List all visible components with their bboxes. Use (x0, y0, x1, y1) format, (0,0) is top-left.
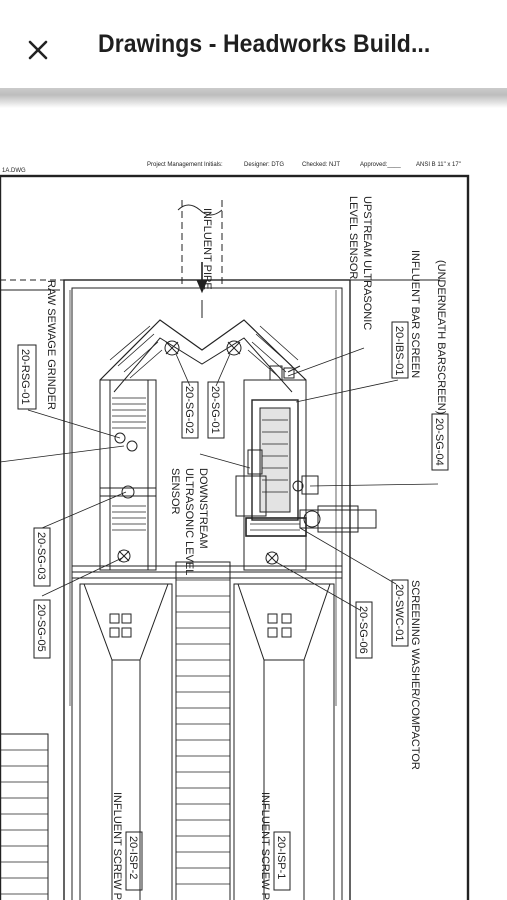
title-block-checked: Checked: NJT (302, 162, 340, 168)
title-block-pm: Project Management Initials: (147, 162, 223, 168)
left-channel (99, 379, 157, 571)
tag-isp-2: 20-ISP-2 (127, 836, 139, 879)
label-upstream-sensor-2: LEVEL SENSOR (347, 196, 359, 279)
tag-sg-06: 20-SG-06 (357, 606, 369, 654)
tag-sg-05: 20-SG-05 (35, 604, 47, 652)
label-influent-bar-screen: INFLUENT BAR SCREEN (409, 250, 421, 378)
close-button[interactable] (22, 34, 54, 66)
close-icon (28, 40, 48, 60)
label-downstream-sensor-2: ULTRASONIC LEVEL (183, 468, 195, 575)
label-downstream-sensor-3: SENSOR (169, 468, 181, 515)
label-upstream-sensor-1: UPSTREAM ULTRASONIC (361, 196, 373, 330)
page-title: Drawings - Headworks Build... (98, 30, 431, 58)
header-shadow (0, 86, 507, 108)
title-block-paper: ANSI B 11" x 17" (416, 162, 461, 168)
label-screening-washer: SCREENING WASHER/COMPACTOR (409, 580, 421, 770)
tag-rsg-01: 20-RSG-01 (19, 349, 31, 405)
label-underneath-barscreen: (UNDERNEATH BARSCREEN) (435, 260, 447, 414)
app-header: Drawings - Headworks Build... (0, 0, 507, 88)
drawing-sheet[interactable]: 1A.DWG Project Management Initials: Desi… (0, 108, 507, 900)
label-raw-sewage-grinder: RAW SEWAGE GRINDER (45, 280, 57, 410)
tag-sg-04: 20-SG-04 (433, 418, 445, 466)
label-influent-screw-pump-1: INFLUENT SCREW PU (259, 792, 271, 900)
tag-isp-1: 20-ISP-1 (275, 836, 287, 879)
label-influent-pipe: INFLUENT PIPE (201, 208, 213, 290)
pump-bay-left (79, 583, 173, 900)
tag-sg-03: 20-SG-03 (35, 532, 47, 580)
tag-swc-01: 20-SWC-01 (393, 584, 405, 641)
washer-compactor (299, 509, 377, 529)
bar-screen (251, 399, 299, 521)
tag-sg-01: 20-SG-01 (209, 386, 221, 434)
drawing-viewer[interactable]: 1A.DWG Project Management Initials: Desi… (0, 108, 507, 900)
structure-inner-wall (71, 287, 343, 900)
file-code: 1A.DWG (2, 168, 26, 174)
title-block-designer: Designer: DTG (244, 162, 284, 168)
pump-bay-right (233, 583, 335, 900)
label-influent-screw-pump-2: INFLUENT SCREW PU (111, 792, 123, 900)
sheet-border (0, 174, 470, 900)
tag-sg-02: 20-SG-02 (183, 386, 195, 434)
tag-ibs-01: 20-IBS-01 (393, 326, 405, 376)
label-downstream-sensor-1: DOWNSTREAM (197, 468, 209, 549)
title-block-approved: Approved:____ (360, 162, 401, 168)
